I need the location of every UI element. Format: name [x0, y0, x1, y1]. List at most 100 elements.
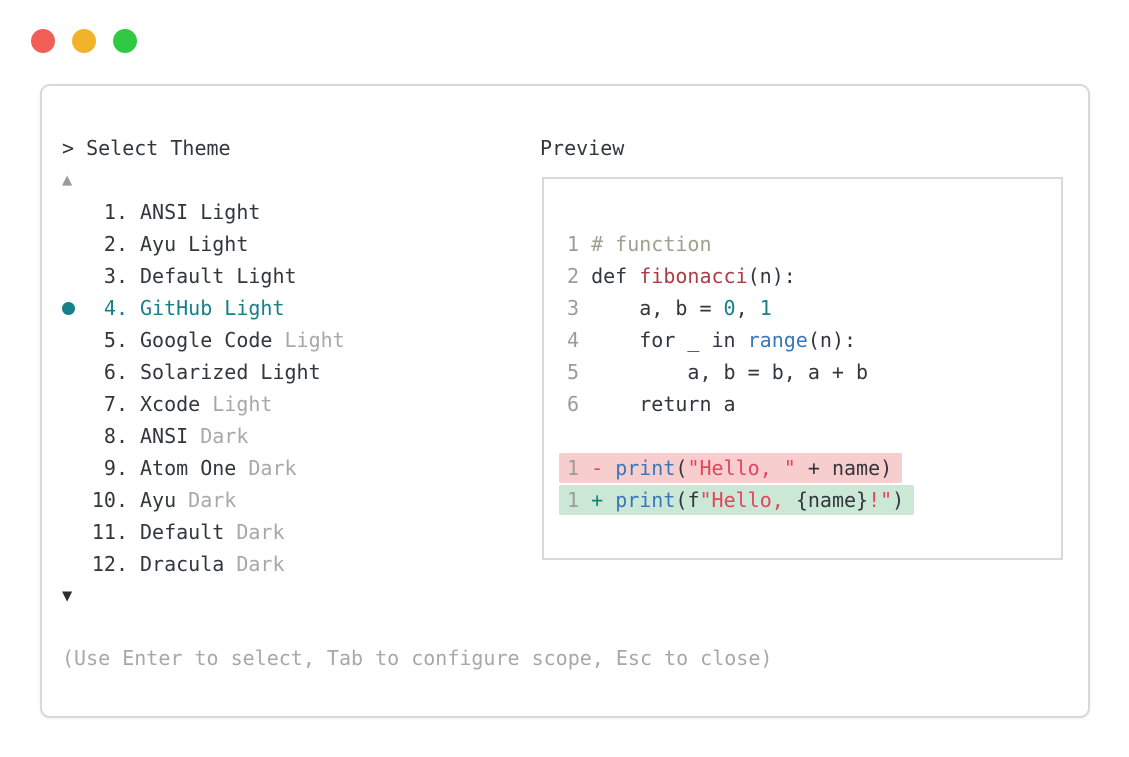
- theme-list-item[interactable]: 6. Solarized Light: [62, 356, 345, 388]
- theme-item-number: 6.: [103, 360, 128, 384]
- code-block: 1 # function 2 def fibonacci(n): 3 a, b = …: [544, 179, 1061, 516]
- bullet-placeholder: [62, 228, 91, 260]
- code-line-content: 1 - print("Hello, " + name): [559, 453, 903, 483]
- code-segment: 5: [567, 360, 592, 384]
- theme-item-label: Ayu Dark: [140, 484, 236, 516]
- theme-picker-window: > Select Theme ▲ 1.ANSI Light 2. Ayu Light…: [40, 84, 1090, 718]
- theme-item-label: GitHub Light: [140, 292, 285, 324]
- theme-item-label: Ayu Light: [140, 228, 248, 260]
- theme-item-number: 8.: [103, 424, 128, 448]
- code-line: 2 def fibonacci(n):: [567, 260, 1061, 292]
- theme-list-item[interactable]: 9.Atom One Dark: [62, 452, 345, 484]
- code-segment: print: [615, 456, 676, 480]
- code-blank-line: [567, 420, 1061, 452]
- bullet-placeholder: [62, 420, 91, 452]
- code-segment: ): [892, 488, 905, 512]
- minimize-button[interactable]: [72, 29, 96, 53]
- theme-item-label-segment: ANSI Light: [140, 200, 261, 224]
- bullet-placeholder: [62, 484, 91, 516]
- bullet-placeholder: [62, 196, 91, 228]
- theme-item-number: 4.: [103, 296, 128, 320]
- code-line-content: 1 # function: [567, 232, 712, 256]
- theme-item-number: 10.: [91, 488, 128, 512]
- bullet-placeholder: [62, 260, 91, 292]
- theme-item-label-segment: Default: [140, 520, 237, 544]
- theme-item-label-segment: Dark: [236, 520, 285, 544]
- code-segment: a, b = b, a + b: [591, 360, 869, 384]
- theme-list-item[interactable]: 8. ANSI Dark: [62, 420, 345, 452]
- bullet-placeholder: [62, 452, 91, 484]
- diff-added-line: 1 + print(f"Hello, {name}!"): [559, 484, 1061, 516]
- code-segment: fibonacci: [639, 264, 748, 288]
- bullet-placeholder: [62, 388, 91, 420]
- selected-bullet-icon: [62, 292, 91, 324]
- theme-item-label-segment: Dark: [248, 456, 297, 480]
- theme-list-item[interactable]: 5. Google Code Light: [62, 324, 345, 356]
- theme-item-label-segment: Light: [212, 392, 273, 416]
- theme-list-item[interactable]: 4. GitHub Light: [62, 292, 345, 324]
- code-line: 3 a, b = 0, 1: [567, 292, 1061, 324]
- theme-item-number: 2.: [103, 232, 128, 256]
- theme-list-item[interactable]: 2. Ayu Light: [62, 228, 345, 260]
- theme-item-label-segment: Dark: [236, 552, 285, 576]
- theme-item-number: 9.: [103, 456, 128, 480]
- preview-pane: 1 # function 2 def fibonacci(n): 3 a, b = …: [542, 177, 1063, 560]
- theme-list-item[interactable]: 3.Default Light: [62, 260, 345, 292]
- theme-list-item[interactable]: 12. Dracula Dark: [62, 548, 345, 580]
- theme-item-number: 11.: [91, 520, 128, 544]
- code-segment: !": [868, 488, 893, 512]
- code-segment: print: [615, 488, 676, 512]
- scroll-down-icon[interactable]: ▼: [62, 586, 73, 606]
- preview-label: Preview: [540, 136, 625, 160]
- scroll-up-icon[interactable]: ▲: [62, 170, 73, 190]
- bullet-placeholder: [62, 356, 91, 388]
- close-button[interactable]: [31, 29, 55, 53]
- theme-item-label-segment: Solarized Light: [140, 360, 321, 384]
- theme-item-number: 5.: [103, 328, 128, 352]
- theme-item-number: 7.: [103, 392, 128, 416]
- code-segment: 1: [759, 296, 772, 320]
- code-segment: "Hello, ": [687, 456, 796, 480]
- code-segment: # function: [591, 232, 712, 256]
- code-segment: + name): [795, 456, 893, 480]
- code-line-content: 2 def fibonacci(n):: [567, 264, 796, 288]
- code-line-content: 4 for _ in range(n):: [567, 328, 856, 352]
- theme-item-label-segment: Ayu Light: [140, 232, 249, 256]
- theme-item-label: Default Dark: [140, 516, 285, 548]
- theme-item-label-segment: ANSI: [140, 424, 201, 448]
- code-segment: for _ in: [591, 328, 748, 352]
- theme-list-item[interactable]: 7. Xcode Light: [62, 388, 345, 420]
- code-segment: return a: [591, 392, 736, 416]
- select-theme-prompt: > Select Theme: [62, 136, 231, 160]
- theme-item-number: 12.: [91, 552, 128, 576]
- theme-item-label-segment: Google Code: [140, 328, 285, 352]
- code-segment: 0: [723, 296, 736, 320]
- theme-list-item[interactable]: 11. Default Dark: [62, 516, 345, 548]
- theme-item-label-segment: Dark: [200, 424, 249, 448]
- zoom-button[interactable]: [113, 29, 137, 53]
- code-segment: 1: [567, 232, 592, 256]
- code-segment: (: [675, 456, 688, 480]
- theme-item-label-segment: Ayu: [140, 488, 189, 512]
- theme-item-label: Solarized Light: [140, 356, 321, 388]
- theme-item-label: Dracula Dark: [140, 548, 285, 580]
- code-segment: a, b =: [591, 296, 724, 320]
- theme-list-item[interactable]: 10. Ayu Dark: [62, 484, 345, 516]
- code-segment: (f: [675, 488, 700, 512]
- code-segment: 4: [567, 328, 592, 352]
- code-line: 4 for _ in range(n):: [567, 324, 1061, 356]
- theme-item-label-segment: Xcode: [140, 392, 213, 416]
- theme-list-item[interactable]: 1.ANSI Light: [62, 196, 345, 228]
- theme-item-label-segment: Dark: [188, 488, 237, 512]
- bullet-placeholder: [62, 548, 91, 580]
- theme-item-label: Google Code Light: [140, 324, 345, 356]
- theme-item-label: ANSI Light: [140, 196, 260, 228]
- code-segment: 1: [567, 488, 592, 512]
- code-segment: (n):: [807, 328, 857, 352]
- diff-removed-line: 1 - print("Hello, " + name): [559, 452, 1061, 484]
- theme-item-label-segment: Light: [284, 328, 345, 352]
- theme-item-label-segment: GitHub Light: [140, 296, 285, 320]
- theme-item-label-segment: Default Light: [140, 264, 297, 288]
- window-controls: [31, 29, 137, 53]
